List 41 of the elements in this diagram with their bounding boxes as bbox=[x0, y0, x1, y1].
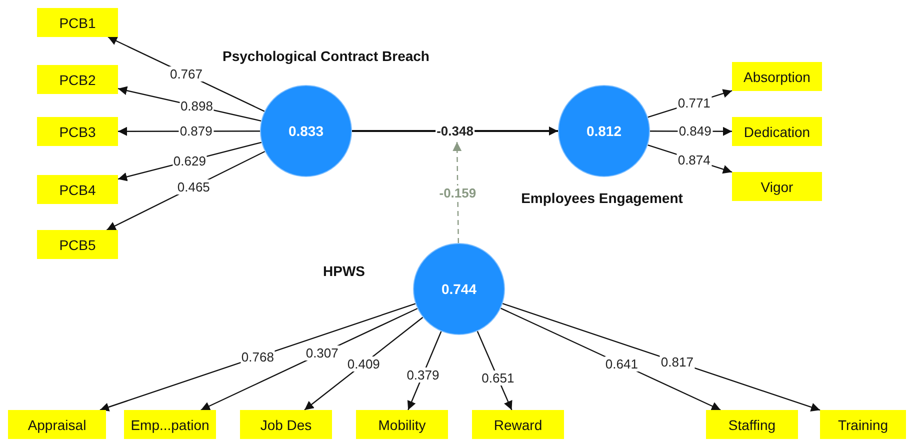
indicator-box: Staffing bbox=[706, 410, 798, 439]
edge-label: 0.409 bbox=[346, 356, 381, 372]
edge-label: 0.767 bbox=[168, 66, 204, 82]
indicator-box: Absorption bbox=[732, 62, 822, 91]
indicator-box: PCB5 bbox=[37, 230, 118, 259]
indicator-box: PCB1 bbox=[37, 8, 118, 37]
indicator-box: PCB2 bbox=[37, 65, 118, 94]
edge-label: 0.771 bbox=[676, 95, 712, 110]
edge-label: 0.817 bbox=[660, 354, 694, 370]
edge-label: 0.379 bbox=[406, 367, 440, 382]
edge-label: 0.641 bbox=[604, 356, 639, 372]
indicator-box: Dedication bbox=[732, 117, 822, 146]
edge-label: 0.768 bbox=[240, 349, 275, 364]
edge-label: -0.159 bbox=[438, 185, 478, 200]
edge-label: 0.651 bbox=[480, 370, 516, 386]
indicator-box: Training bbox=[820, 410, 906, 439]
indicator-box: Job Des bbox=[240, 410, 332, 439]
construct-heading: Employees Engagement bbox=[521, 190, 683, 206]
indicator-box: Mobility bbox=[356, 410, 448, 439]
indicator-box: Emp...pation bbox=[124, 410, 216, 439]
indicator-box: Vigor bbox=[732, 172, 822, 201]
indicator-box: Reward bbox=[472, 410, 564, 439]
latent-variable-circle: 0.812 bbox=[558, 85, 650, 177]
edge-label: 0.465 bbox=[176, 179, 211, 194]
indicator-box: PCB3 bbox=[37, 117, 118, 146]
latent-variable-circle: 0.833 bbox=[260, 85, 352, 177]
edge-label: 0.898 bbox=[179, 98, 214, 114]
edge-label: 0.879 bbox=[178, 124, 214, 139]
arrow bbox=[452, 142, 462, 243]
arrow bbox=[100, 303, 416, 412]
edge-label: 0.629 bbox=[172, 153, 207, 168]
construct-heading: Psychological Contract Breach bbox=[222, 48, 430, 64]
edge-label: 0.874 bbox=[676, 152, 712, 168]
edge-label: -0.348 bbox=[436, 124, 474, 138]
edge-label: 0.307 bbox=[304, 346, 340, 361]
edge-label: 0.849 bbox=[678, 124, 712, 139]
arrow bbox=[502, 303, 820, 412]
construct-heading: HPWS bbox=[323, 263, 365, 279]
indicator-box: Appraisal bbox=[8, 410, 106, 439]
indicator-box: PCB4 bbox=[37, 175, 118, 204]
latent-variable-circle: 0.744 bbox=[413, 243, 505, 335]
